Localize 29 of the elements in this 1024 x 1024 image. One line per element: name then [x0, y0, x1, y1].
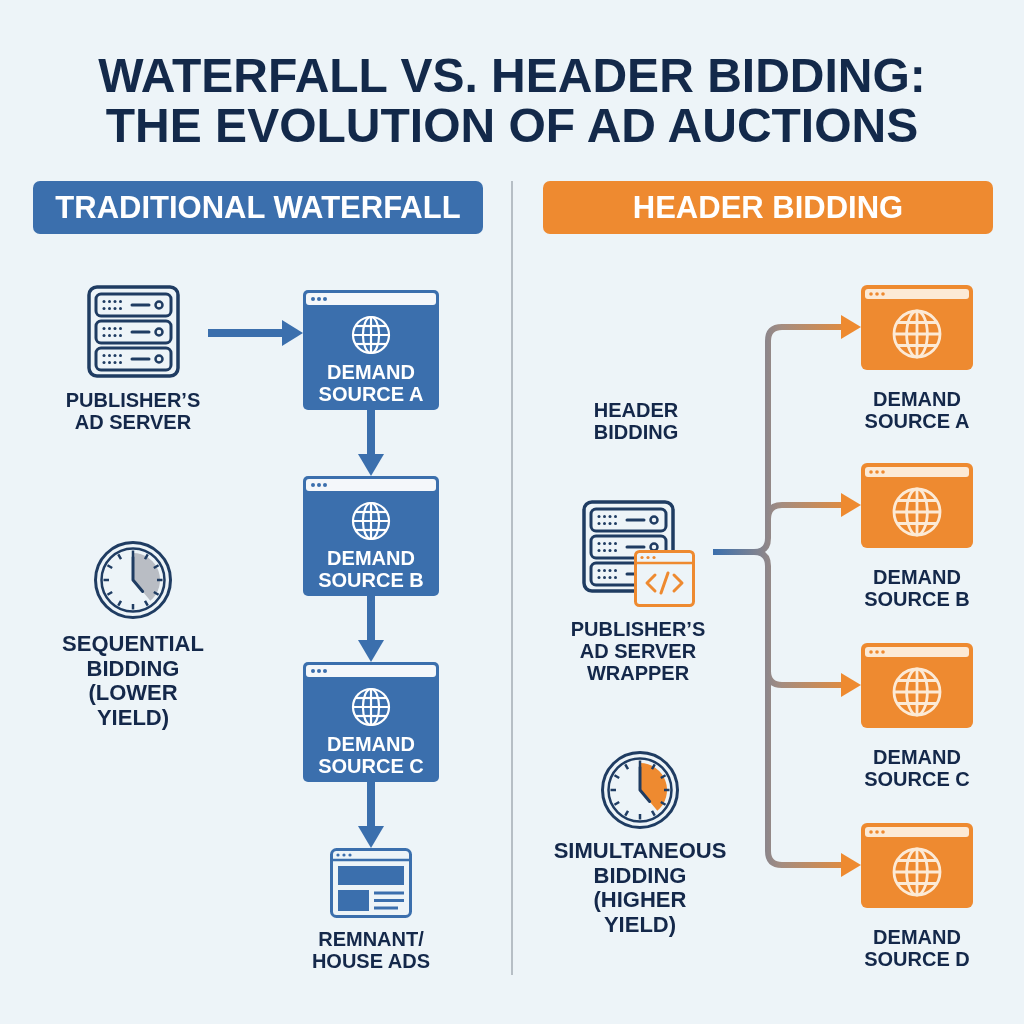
node-caption: DEMAND SOURCE C: [863, 746, 971, 790]
arrow: [358, 410, 384, 476]
branch-arrow: [782, 673, 861, 697]
node-caption: PUBLISHER’S AD SERVER: [64, 389, 202, 433]
node-caption: DEMAND SOURCE D: [863, 926, 971, 970]
branch-arrow: [782, 315, 861, 339]
banner-heading: TRADITIONAL WATERFALL: [55, 189, 461, 226]
node-caption: PUBLISHER’S AD SERVER WRAPPER: [569, 618, 707, 684]
panel-text: DEMAND SOURCE A: [317, 361, 425, 405]
caption-text: SIMULTANEOUS BIDDING (HIGHER YIELD): [552, 839, 728, 937]
demand-source-panel: [303, 476, 439, 596]
title: WATERFALL VS. HEADER BIDDING: THE EVOLUTION OF AD AUCTIONS: [97, 51, 927, 151]
arrow: [358, 782, 384, 848]
caption-text: HEADER BIDDING: [592, 399, 680, 443]
section-banner: [33, 181, 483, 234]
arrow: [358, 596, 384, 662]
panel-text: DEMAND SOURCE C: [317, 733, 425, 777]
branching-line: [710, 324, 785, 868]
caption-text: SEQUENTIAL BIDDING (LOWER YIELD): [61, 632, 205, 730]
demand-source-panel: [303, 662, 439, 782]
panel-text: DEMAND SOURCE B: [317, 547, 425, 591]
branch-arrow: [782, 853, 861, 877]
branch-arrow: [782, 493, 861, 517]
banner-heading: HEADER BIDDING: [632, 189, 904, 226]
node-caption: DEMAND SOURCE B: [863, 566, 971, 610]
demand-source-panel: [303, 290, 439, 410]
node-caption: REMNANT/ HOUSE ADS: [310, 928, 432, 972]
node-caption: DEMAND SOURCE A: [863, 388, 971, 432]
section-banner: [543, 181, 993, 234]
